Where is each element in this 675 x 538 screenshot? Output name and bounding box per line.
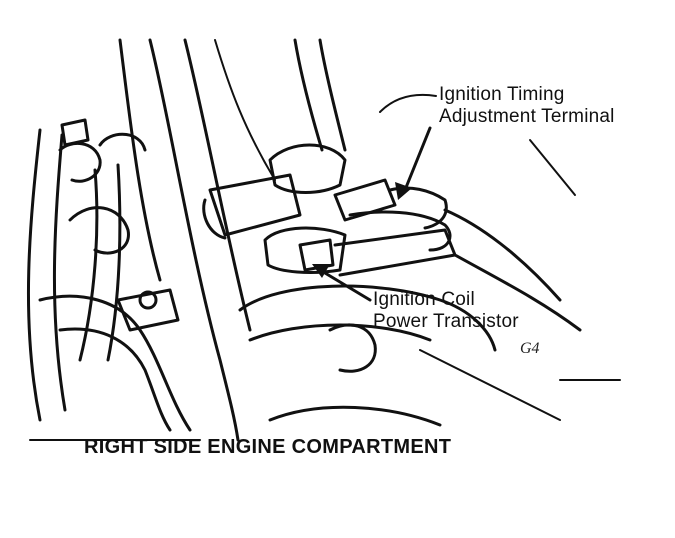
big-tube-upper	[118, 38, 162, 282]
center-tube-right	[183, 38, 252, 332]
ignition-timing-line1: Ignition Timing	[439, 84, 565, 105]
transistor-plate	[298, 238, 335, 272]
left-cap	[60, 118, 90, 147]
chassis-line-a	[443, 208, 562, 302]
timing-arrowhead	[395, 182, 412, 200]
center-tube-left	[148, 38, 240, 442]
diagram-caption: RIGHT SIDE ENGINE COMPARTMENT	[84, 436, 452, 458]
lower-left-hose-b	[58, 327, 172, 432]
left-hose-outer	[26, 128, 42, 422]
curved-hose-top	[98, 132, 147, 152]
chassis-line-b	[453, 253, 582, 332]
coil-arrowhead	[312, 264, 330, 278]
frame-diagonal	[419, 349, 561, 421]
coil-body-side	[202, 198, 227, 240]
left-hose-inner	[52, 133, 67, 412]
engine-pulley	[328, 323, 377, 373]
vertical-pipe-b	[106, 163, 122, 362]
coil-pipe-b	[318, 38, 347, 152]
engine-block-top	[238, 284, 497, 352]
coil-cap	[268, 143, 347, 194]
wire-lead	[214, 39, 276, 181]
timing-leader	[403, 126, 432, 192]
chassis-line-c	[529, 139, 576, 196]
ignition-coil-callout: Ignition Coil Power Transistor	[373, 289, 519, 333]
coil-leader	[318, 268, 372, 302]
timing-leader-curve	[379, 94, 437, 113]
coil-pipe	[293, 38, 324, 152]
ignition-coil-line1: Ignition Coil	[373, 289, 475, 310]
engine-block-base	[268, 405, 442, 427]
left-fitting	[58, 141, 102, 183]
transistor-mount	[333, 228, 457, 277]
coil-body	[208, 173, 302, 237]
lower-left-hose	[38, 294, 192, 432]
hose-loop	[68, 206, 130, 255]
timing-connector	[333, 178, 397, 222]
ignition-timing-callout: Ignition Timing Adjustment Terminal	[439, 84, 615, 128]
bracket	[116, 288, 180, 332]
hose-right	[348, 210, 452, 252]
figure-number: G4	[520, 340, 540, 357]
vertical-pipe-a	[78, 168, 99, 362]
ignition-coil-line2: Power Transistor	[373, 311, 519, 332]
ignition-timing-line2: Adjustment Terminal	[439, 106, 615, 127]
bracket-bolt	[138, 290, 158, 310]
transistor-body	[263, 226, 347, 274]
